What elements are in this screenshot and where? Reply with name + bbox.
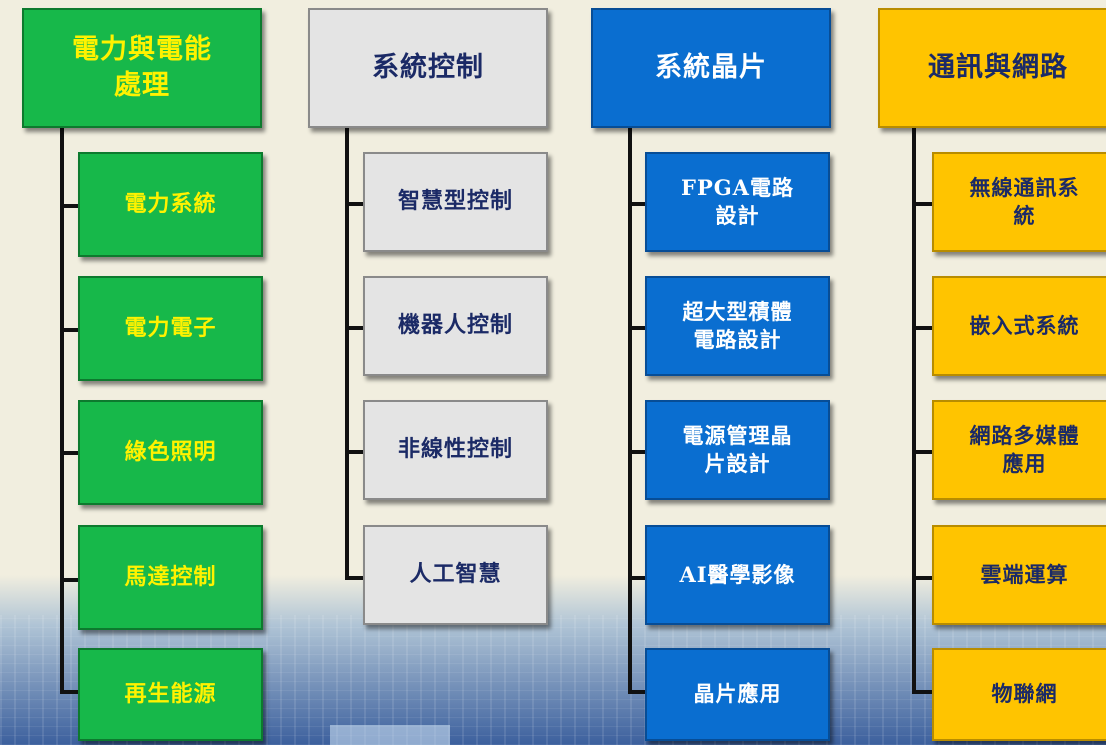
connector-branch xyxy=(628,326,646,330)
node-label-line: 超大型積體 xyxy=(682,298,793,324)
connector-branch xyxy=(628,576,646,580)
node-motor-control: 馬達控制 xyxy=(78,525,263,630)
connector-branch xyxy=(912,576,932,580)
node-label-line: 無線通訊系 xyxy=(969,174,1080,200)
node-label-line: 電源管理晶 xyxy=(682,422,793,448)
background-chip-shape xyxy=(330,725,450,745)
connector-branch xyxy=(345,202,365,206)
node-cloud-computing: 雲端運算 xyxy=(932,525,1106,625)
connector-branch xyxy=(60,204,78,208)
connector-branch xyxy=(912,450,932,454)
connector-branch xyxy=(60,578,78,582)
node-wireless-communication: 無線通訊系 統 xyxy=(932,152,1106,252)
node-intelligent-control: 智慧型控制 xyxy=(363,152,548,252)
connector-branch xyxy=(628,202,646,206)
connector-branch xyxy=(60,451,78,455)
node-label: 嵌入式系統 xyxy=(969,312,1080,338)
connector-trunk-col4 xyxy=(912,128,916,693)
node-label-line: 網路多媒體 xyxy=(969,422,1080,448)
node-network-multimedia: 網路多媒體 應用 xyxy=(932,400,1106,500)
column-header-soc: 系統晶片 xyxy=(591,8,831,128)
node-robot-control: 機器人控制 xyxy=(363,276,548,376)
node-label: 機器人控制 xyxy=(397,312,513,339)
connector-branch xyxy=(912,202,932,206)
connector-branch xyxy=(628,690,646,694)
header-label: 系統晶片 xyxy=(655,51,767,83)
column-header-communication-network: 通訊與網路 xyxy=(878,8,1106,128)
node-label: 再生能源 xyxy=(124,680,217,707)
connector-branch xyxy=(60,690,78,694)
node-label: 晶片應用 xyxy=(693,681,782,707)
connector-branch xyxy=(345,576,365,580)
node-ai-medical-imaging: AI醫學影像 xyxy=(645,525,830,625)
node-fpga-design: FPGA電路 設計 xyxy=(645,152,830,252)
node-power-electronics: 電力電子 xyxy=(78,276,263,381)
node-power-ic-design: 電源管理晶 片設計 xyxy=(645,400,830,500)
node-label-line: 電路設計 xyxy=(693,327,782,352)
connector-branch xyxy=(345,450,365,454)
node-nonlinear-control: 非線性控制 xyxy=(363,400,548,500)
node-vlsi-design: 超大型積體 電路設計 xyxy=(645,276,830,376)
node-green-lighting: 綠色照明 xyxy=(78,400,263,505)
node-label: 人工智慧 xyxy=(409,561,502,588)
connector-trunk-col2 xyxy=(345,128,349,580)
node-renewable-energy: 再生能源 xyxy=(78,648,263,741)
node-label-line: 統 xyxy=(1013,203,1036,228)
node-label-line: FPGA電路 xyxy=(681,174,794,200)
connector-trunk-col3 xyxy=(628,128,632,693)
node-label: 非線性控制 xyxy=(397,436,513,463)
node-chip-application: 晶片應用 xyxy=(645,648,830,741)
node-embedded-system: 嵌入式系統 xyxy=(932,276,1106,376)
connector-branch xyxy=(912,690,932,694)
node-label: AI醫學影像 xyxy=(679,561,796,587)
node-label: 智慧型控制 xyxy=(397,188,513,215)
header-line: 處理 xyxy=(114,70,170,101)
column-header-power: 電力與電能 處理 xyxy=(22,8,262,128)
connector-branch xyxy=(60,328,78,332)
column-header-system-control: 系統控制 xyxy=(308,8,548,128)
node-label: 綠色照明 xyxy=(124,438,217,465)
header-label: 通訊與網路 xyxy=(928,51,1068,83)
node-label: 電力系統 xyxy=(124,190,217,217)
connector-branch xyxy=(345,326,365,330)
node-label: 雲端運算 xyxy=(980,561,1069,587)
node-iot: 物聯網 xyxy=(932,648,1106,741)
header-label: 系統控制 xyxy=(372,51,484,83)
node-label-line: 設計 xyxy=(715,203,760,228)
node-label-line: 片設計 xyxy=(704,451,771,476)
connector-branch xyxy=(912,326,932,330)
connector-trunk-col1 xyxy=(60,128,64,693)
connector-branch xyxy=(628,450,646,454)
node-power-system: 電力系統 xyxy=(78,152,263,257)
header-line: 電力與電能 xyxy=(72,33,212,65)
node-label: 物聯網 xyxy=(991,681,1058,707)
node-label: 馬達控制 xyxy=(124,563,217,590)
node-label: 電力電子 xyxy=(124,314,217,341)
node-artificial-intelligence: 人工智慧 xyxy=(363,525,548,625)
node-label-line: 應用 xyxy=(1002,451,1047,476)
